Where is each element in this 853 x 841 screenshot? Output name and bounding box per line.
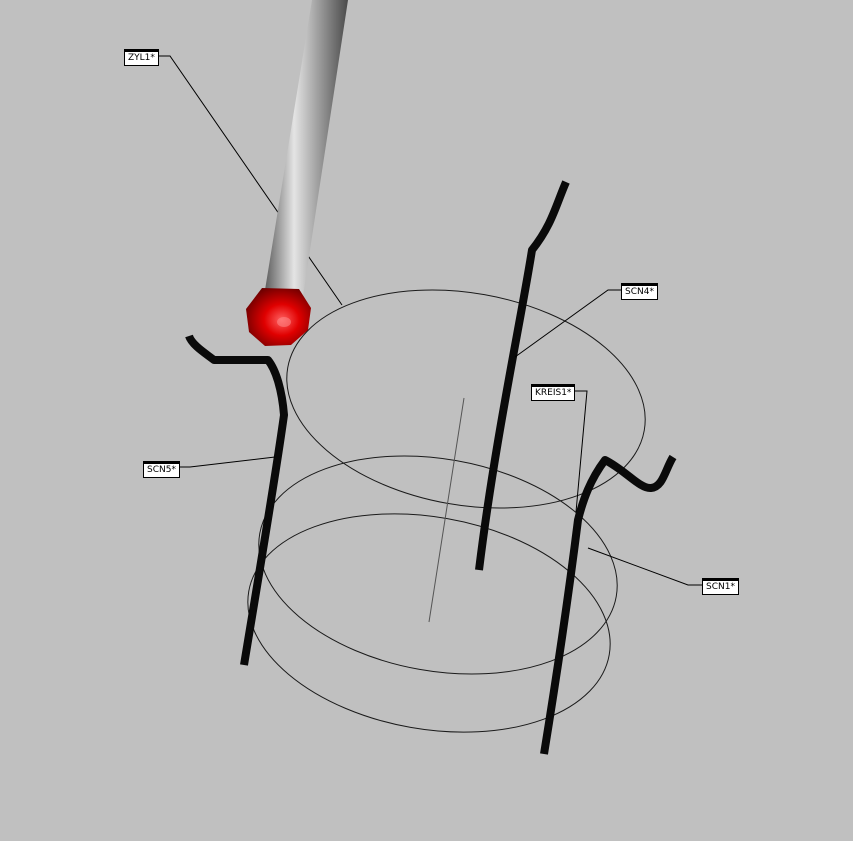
leader-scn4: [514, 289, 622, 358]
cylinder-top-ellipse[interactable]: [269, 263, 662, 535]
label-scn4[interactable]: SCN4*: [621, 283, 658, 300]
cylinder-bottom-ellipse[interactable]: [230, 487, 627, 759]
leader-scn1: [587, 547, 703, 586]
probe-stylus[interactable]: [246, 0, 348, 346]
scan-lines[interactable]: [185, 180, 677, 755]
scan-line-scn1[interactable]: [540, 454, 677, 755]
scan-line-scn5[interactable]: [185, 334, 288, 666]
label-scn5[interactable]: SCN5*: [143, 461, 180, 478]
label-kreis1[interactable]: KREIS1*: [531, 384, 576, 401]
label-scn1[interactable]: SCN1*: [702, 578, 739, 595]
cylinder-axis: [428, 397, 465, 623]
probe-shaft[interactable]: [265, 0, 348, 296]
probe-tip-ball[interactable]: [246, 288, 311, 346]
probe-tip-highlight: [277, 317, 291, 327]
leader-lines: [157, 55, 703, 586]
leader-scn5: [176, 456, 276, 468]
circle-kreis1[interactable]: [241, 429, 634, 701]
scan-line-scn4[interactable]: [475, 180, 570, 571]
label-zyl1[interactable]: ZYL1*: [124, 49, 159, 66]
leader-kreis1: [573, 390, 588, 513]
